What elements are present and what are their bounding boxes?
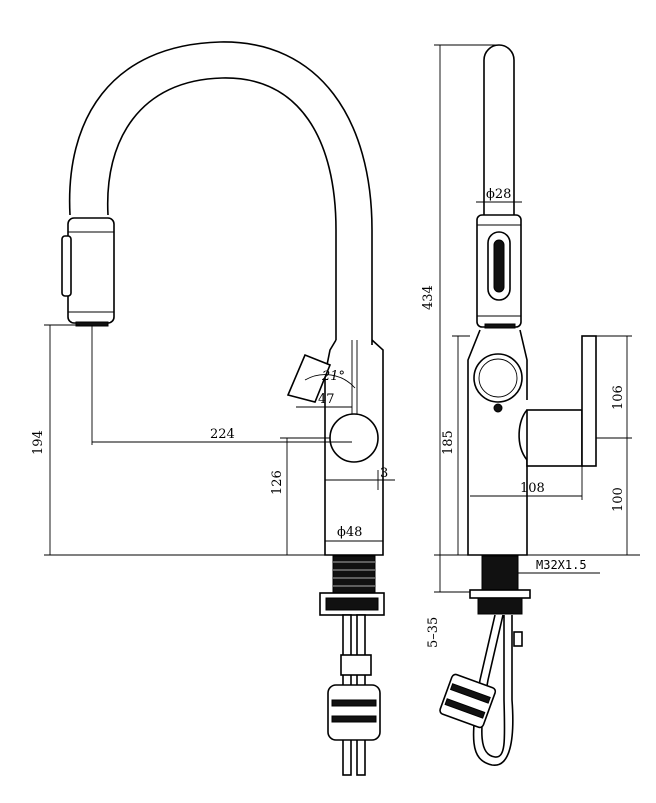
dim-185: 185 [441,430,456,455]
dim-phi-48: ϕ48 [337,525,362,540]
dim-434: 434 [421,285,436,310]
dim-106: 106 [611,385,626,410]
spout-inner [106,77,337,340]
threaded-shank-side [481,555,519,593]
lever-tab [581,335,597,467]
dim-47: 47 [318,392,335,407]
handle-side [473,353,523,403]
dim-194: 194 [31,430,46,455]
front-dimensions: 194 224 126 47 21° 3 ϕ48 [31,324,395,556]
spray-head [67,217,115,324]
label-m32x1-5: M32X1.5 [536,558,587,572]
handle-cartridge [329,413,379,463]
hose-weight [327,684,381,741]
side-dimensions: 434 ϕ28 185 106 108 100 M32X1.5 5–35 [421,44,640,648]
dim-108: 108 [520,481,545,496]
front-view [61,41,385,776]
hose-weight-side [439,673,497,729]
dim-3: 3 [380,466,388,481]
spout-outer [68,41,373,345]
dim-224: 224 [210,427,235,442]
dim-126: 126 [270,470,285,495]
dim-5-35: 5–35 [426,617,441,648]
dim-21-degrees: 21° [321,369,345,384]
lever-block [526,409,583,467]
dim-phi-28: ϕ28 [486,187,511,202]
lever-handle [286,353,332,403]
dim-100: 100 [611,487,626,512]
lever-side [518,409,528,461]
threaded-shank [332,555,376,597]
side-view [439,44,597,766]
